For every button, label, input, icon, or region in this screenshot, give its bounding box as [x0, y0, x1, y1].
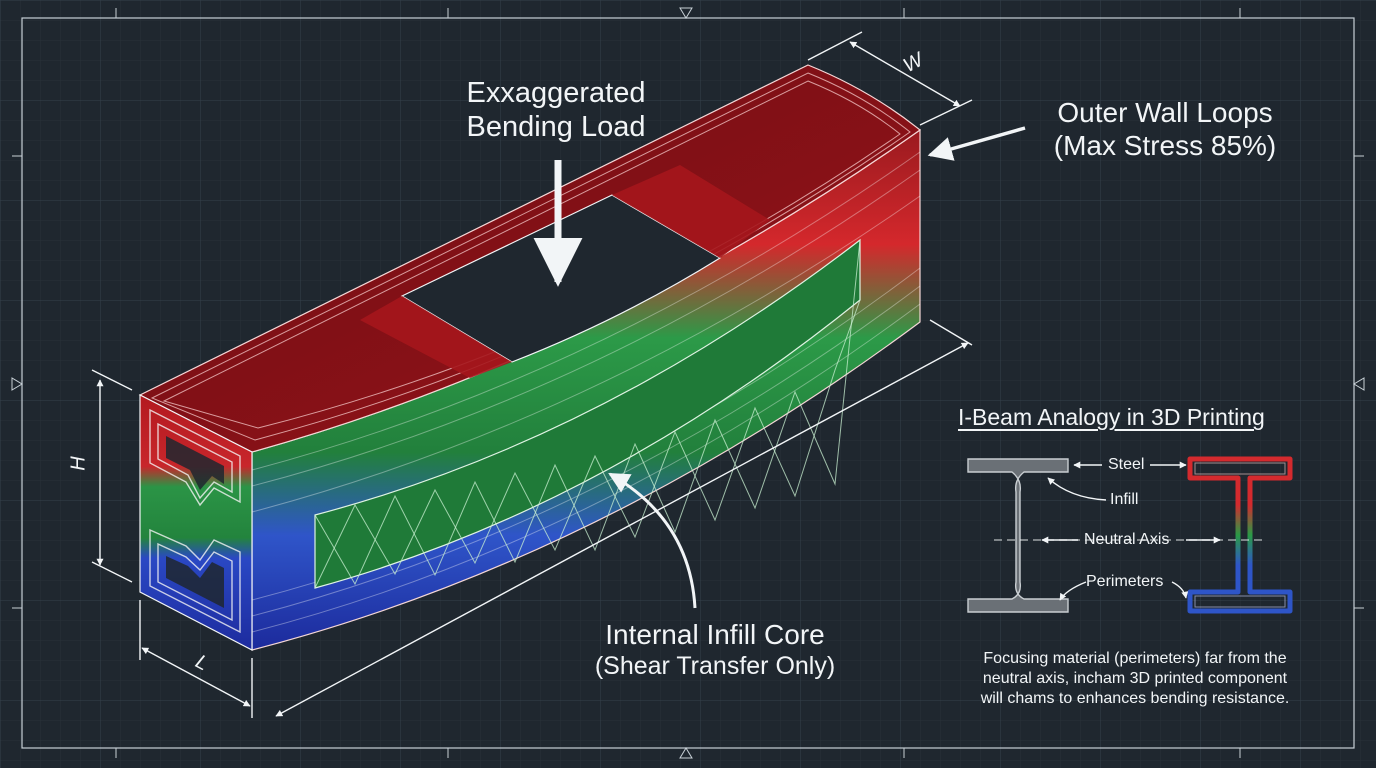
drawing-frame	[21, 17, 1355, 749]
infill-label: Internal Infill Core (Shear Transfer Onl…	[570, 618, 860, 681]
center-marks	[11, 7, 1365, 759]
outer-wall-label-line2: (Max Stress 85%)	[1053, 130, 1277, 161]
dimension-l	[139, 600, 253, 718]
ibeam-infill-label: Infill	[1110, 491, 1139, 508]
cutaway-wall-right	[612, 165, 770, 258]
end-voids	[166, 436, 224, 608]
load-label: Exxaggerated Bending Load	[436, 76, 676, 144]
end-face-perimeters	[149, 408, 241, 634]
infill-label-line2: (Shear Transfer Only)	[594, 652, 836, 680]
dimension-h	[91, 369, 133, 583]
ibeam-printed	[1187, 456, 1293, 614]
dimension-w	[807, 31, 973, 126]
ibeam-pointers	[994, 461, 1266, 601]
ibeam-title: I-Beam Analogy in 3D Printing	[958, 404, 1265, 430]
dim-h-label: H	[67, 456, 90, 471]
outer-wall-label-line1: Outer Wall Loops	[1057, 97, 1273, 128]
ibeam-steel-label: Steel	[1108, 456, 1145, 473]
outer-wall-arrow	[927, 126, 1026, 161]
ibeam-neutral-axis-label: Neutral Axis	[1084, 531, 1170, 548]
ibeam-note-line2: neutral axis, incham 3D printed componen…	[982, 670, 1288, 687]
ibeam-steel	[967, 458, 1069, 613]
ibeam-note-line3: will chams to enhances bending resistanc…	[980, 690, 1290, 707]
infill-label-line1: Internal Infill Core	[605, 619, 825, 650]
frame-ticks	[12, 8, 1364, 758]
ibeam-note-line1: Focusing material (perimeters) far from …	[983, 650, 1287, 667]
dimension-length	[275, 319, 973, 717]
ibeam-note: Focusing material (perimeters) far from …	[940, 649, 1330, 709]
load-label-line2: Bending Load	[466, 111, 646, 143]
load-label-line1: Exxaggerated	[466, 77, 646, 109]
outer-wall-label: Outer Wall Loops (Max Stress 85%)	[1020, 96, 1310, 162]
ibeam-perimeters-label: Perimeters	[1086, 573, 1164, 590]
